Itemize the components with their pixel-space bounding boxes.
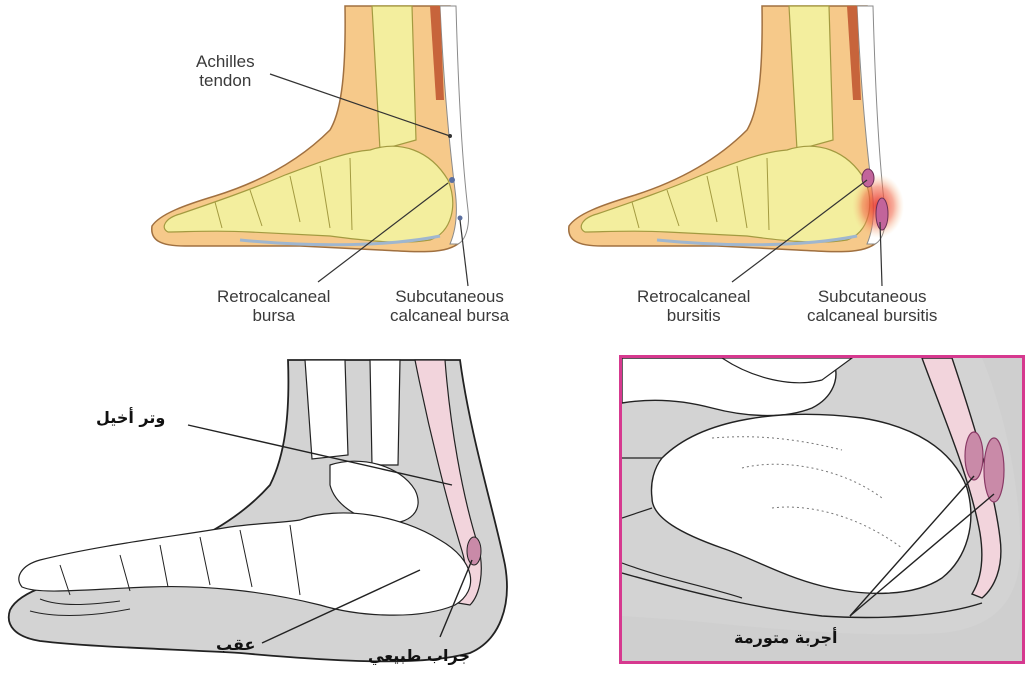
subcutaneous-bursitis-label: Subcutaneous calcaneal bursitis: [807, 287, 937, 325]
achilles-tendon-arabic-label: وتر أخيل: [96, 408, 165, 427]
sketch-foot-diagram: وتر أخيل عقب جراب طبيعي: [0, 355, 520, 673]
subcutaneous-bursa-label: Subcutaneous calcaneal bursa: [390, 287, 509, 325]
swollen-bursae-arabic-label: أجربة متورمة: [734, 628, 838, 647]
subcut-bursitis-line1: Subcutaneous: [807, 287, 937, 306]
zoomed-heel-illustration: [622, 358, 1025, 664]
retro-label-line1: Retrocalcaneal: [217, 287, 330, 306]
normal-bursa-arabic-label: جراب طبيعي: [368, 646, 470, 665]
retrocalcaneal-bursa-label: Retrocalcaneal bursa: [217, 287, 330, 325]
retrocalcaneal-bursitis-label: Retrocalcaneal bursitis: [637, 287, 750, 325]
achilles-tendon-label: Achilles tendon: [196, 52, 255, 90]
retro-bursitis-line2: bursitis: [637, 306, 750, 325]
subcut-label-line1: Subcutaneous: [390, 287, 509, 306]
subcut-bursitis-line2: calcaneal bursitis: [807, 306, 937, 325]
heel-arabic-label: عقب: [216, 635, 255, 654]
achilles-label-line1: Achilles: [196, 52, 255, 71]
zoomed-heel-diagram: أجربة متورمة: [619, 355, 1025, 664]
retro-bursitis-line1: Retrocalcaneal: [637, 287, 750, 306]
achilles-label-line2: tendon: [196, 71, 255, 90]
bursitis-foot-diagram: Retrocalcaneal bursitis Subcutaneous cal…: [512, 0, 1025, 340]
retro-label-line2: bursa: [217, 306, 330, 325]
normal-foot-diagram: Achilles tendon Retrocalcaneal bursa Sub…: [0, 0, 512, 340]
sketch-foot-illustration: [0, 355, 520, 673]
subcut-label-line2: calcaneal bursa: [390, 306, 509, 325]
bursitis-foot-illustration: [512, 0, 1025, 340]
